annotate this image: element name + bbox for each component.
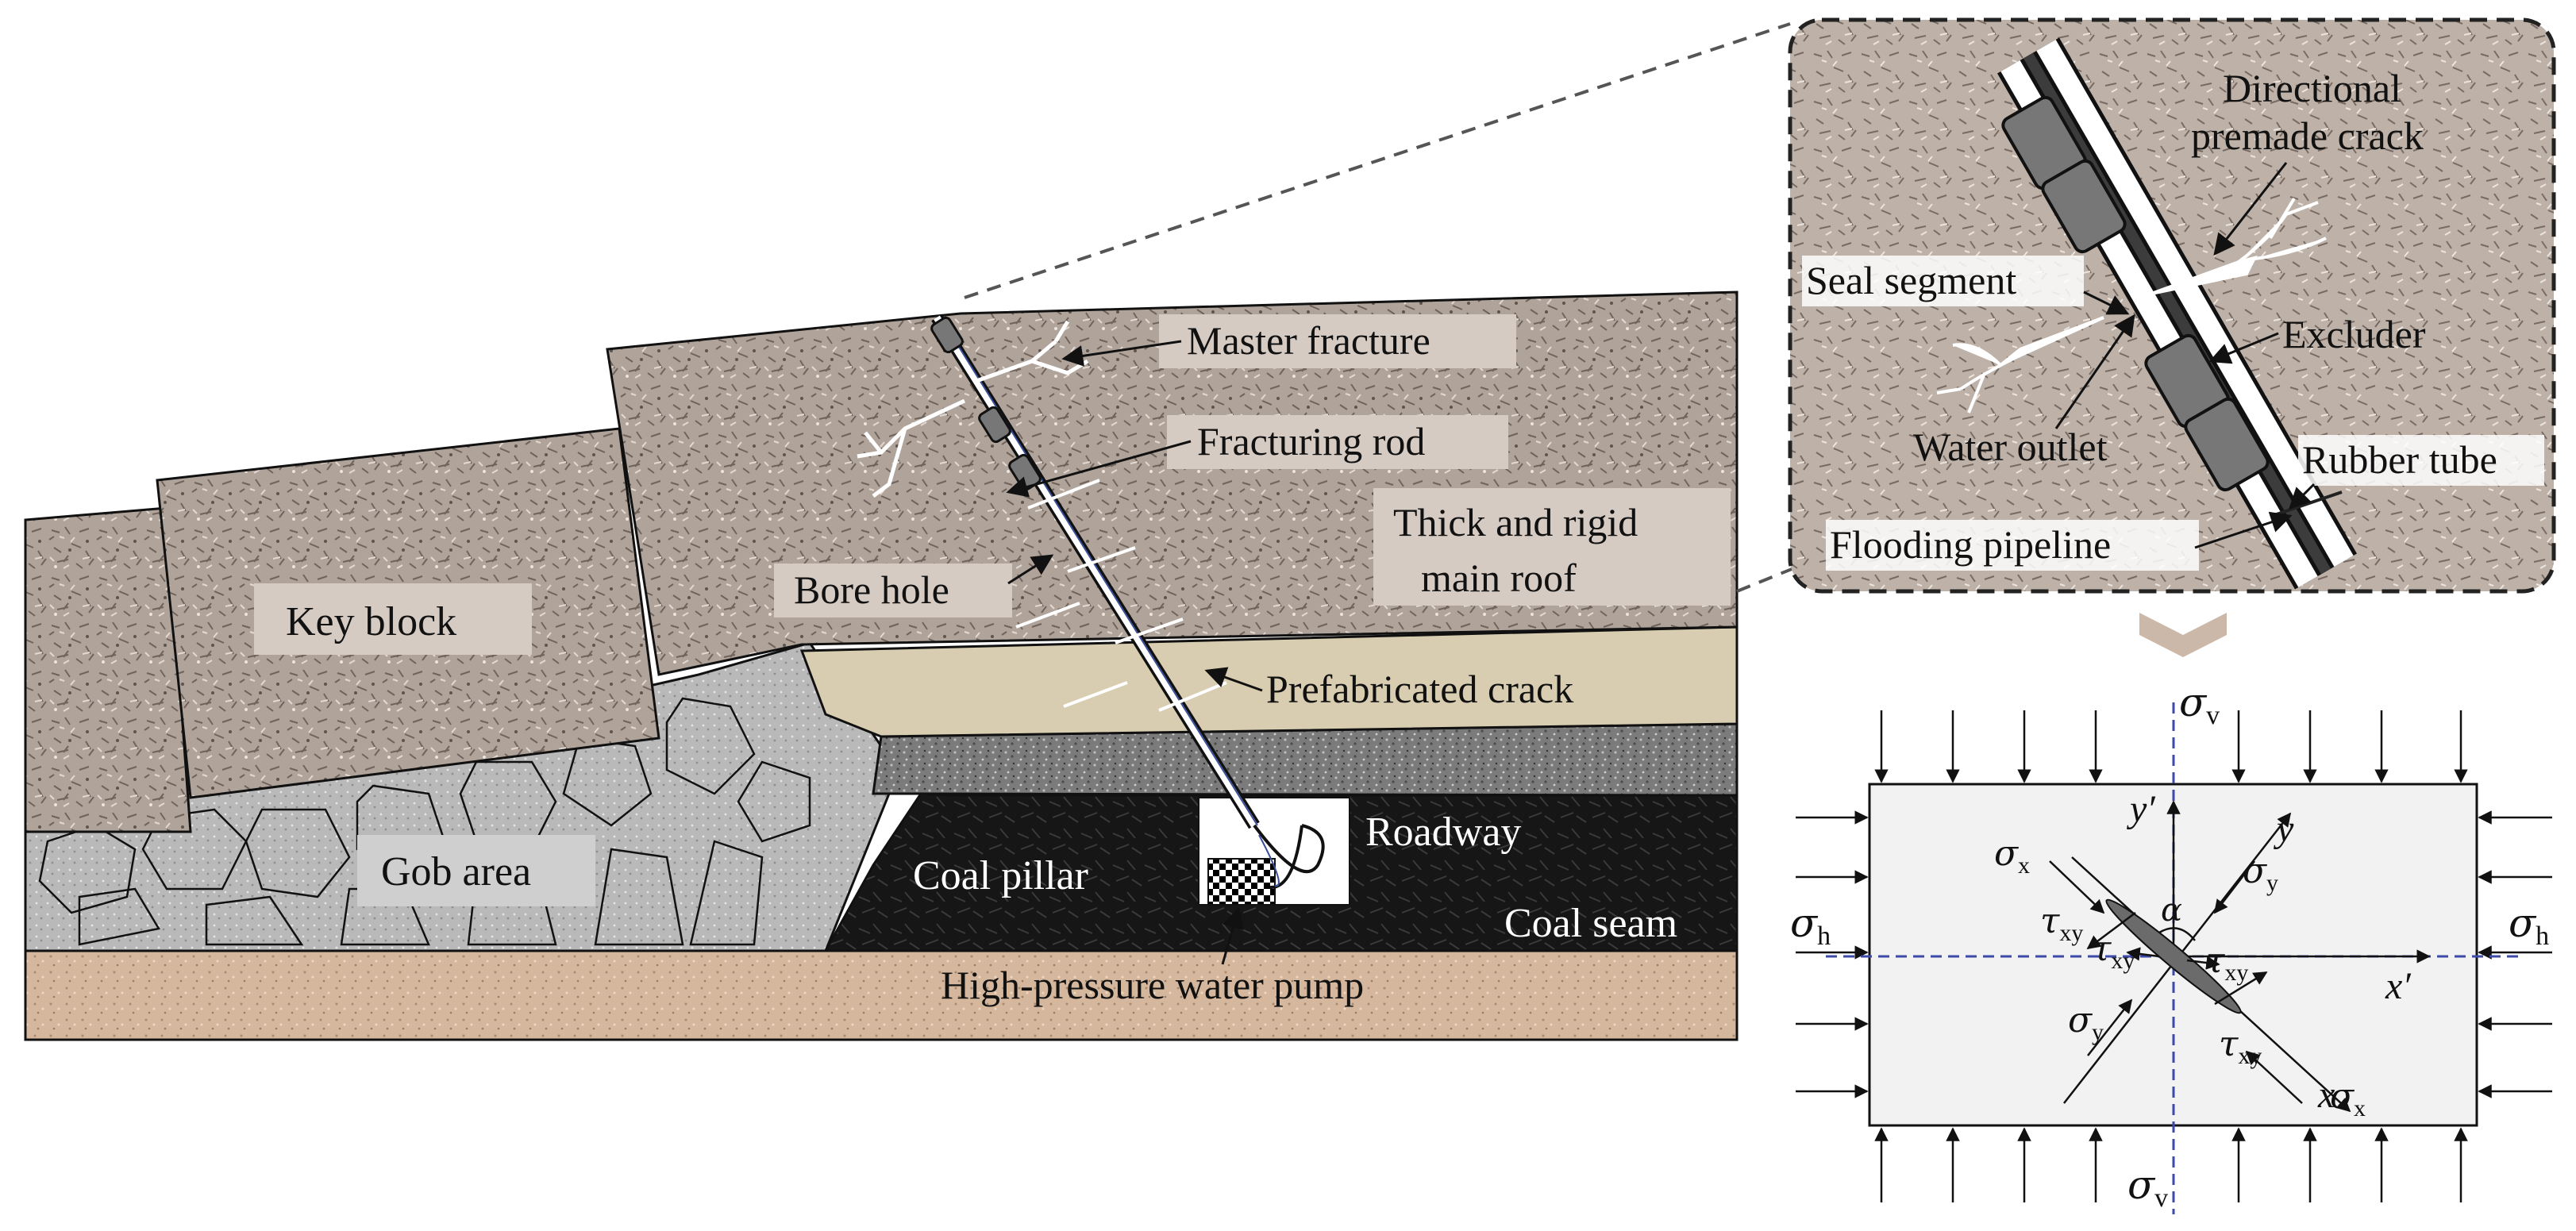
tau-xy-1: τxy — [2040, 901, 2083, 946]
water-pump-label: High-pressure water pump — [941, 963, 1364, 1007]
key-block-label: Key block — [286, 599, 456, 644]
sigma-x-lower: σx — [2330, 1076, 2366, 1121]
inset-detail: Directional premade crack Seal segment E… — [1788, 17, 2556, 594]
main-roof-label-2: main roof — [1421, 556, 1577, 600]
inset-cracks — [1936, 197, 2327, 414]
fracturing-rod-assembly — [857, 314, 1325, 890]
water-pump — [1207, 858, 1276, 906]
coal-seam-label: Coal seam — [1504, 901, 1677, 946]
sigma-h-right: σh — [2509, 900, 2549, 951]
chevron-down-icon — [2139, 613, 2227, 657]
sigma-y-upper: σy — [2243, 851, 2278, 896]
main-labels: Master fracture Fracturing rod Thick and… — [254, 314, 1731, 1007]
sigma-v-bottom: σv — [2127, 1162, 2168, 1213]
sigma-y-lower: σy — [2068, 1000, 2104, 1045]
tau-xy-3: τxy — [2205, 941, 2248, 986]
directional-label-1: Directional — [2223, 66, 2401, 110]
left-load-arrows — [1796, 810, 1869, 1098]
bore-hole-label: Bore hole — [794, 567, 949, 612]
seal-segment-label: Seal segment — [1806, 258, 2016, 302]
sigma-x-upper: σx — [1994, 833, 2030, 879]
x-label: x — [2317, 1074, 2335, 1116]
directional-label-2: premade crack — [2191, 113, 2424, 158]
coal-pillar-label: Coal pillar — [913, 853, 1088, 898]
right-load-arrows — [2478, 810, 2552, 1098]
y-label: y — [2273, 808, 2294, 850]
master-fracture-label: Master fracture — [1187, 318, 1430, 363]
tau-xy-2: τxy — [2092, 929, 2135, 974]
roadway-label: Roadway — [1365, 810, 1521, 855]
zoom-line-top — [964, 22, 1791, 299]
fracturing-rod-label: Fracturing rod — [1197, 419, 1425, 464]
crack-ellipse — [2105, 898, 2242, 1014]
stress-labels: σv σv σh σh σx σx σy σy τxy τxy τxy τxy … — [1790, 679, 2549, 1213]
excluder-label: Excluder — [2282, 312, 2426, 356]
main-roof-label-1: Thick and rigid — [1393, 500, 1638, 544]
sigma-h-left: σh — [1790, 900, 1831, 951]
stress-diagram: σv σv σh σh σx σx σy σy τxy τxy τxy τxy … — [1790, 679, 2552, 1214]
flooding-pipeline-label: Flooding pipeline — [1830, 522, 2111, 567]
top-load-arrows — [1874, 710, 2468, 783]
floor-stratum — [24, 949, 1739, 1041]
x-prime-label: x′ — [2385, 965, 2412, 1007]
prefabricated-crack-label: Prefabricated crack — [1266, 667, 1573, 711]
zoom-line-bottom — [1736, 566, 1796, 593]
y-prime-label: y′ — [2126, 788, 2156, 830]
bottom-load-arrows — [1874, 1127, 2468, 1202]
tau-xy-4: τxy — [2219, 1024, 2262, 1069]
gob-area-label: Gob area — [381, 849, 531, 894]
rubber-tube-label: Rubber tube — [2302, 437, 2497, 482]
alpha-label: α — [2161, 892, 2182, 929]
rock-block-left — [24, 506, 192, 833]
main-section: Master fracture Fracturing rod Thick and… — [24, 290, 1739, 1041]
inset-rod — [1997, 37, 2357, 590]
sigma-v-top: σv — [2179, 679, 2220, 730]
water-outlet-label: Water outlet — [1913, 425, 2108, 469]
